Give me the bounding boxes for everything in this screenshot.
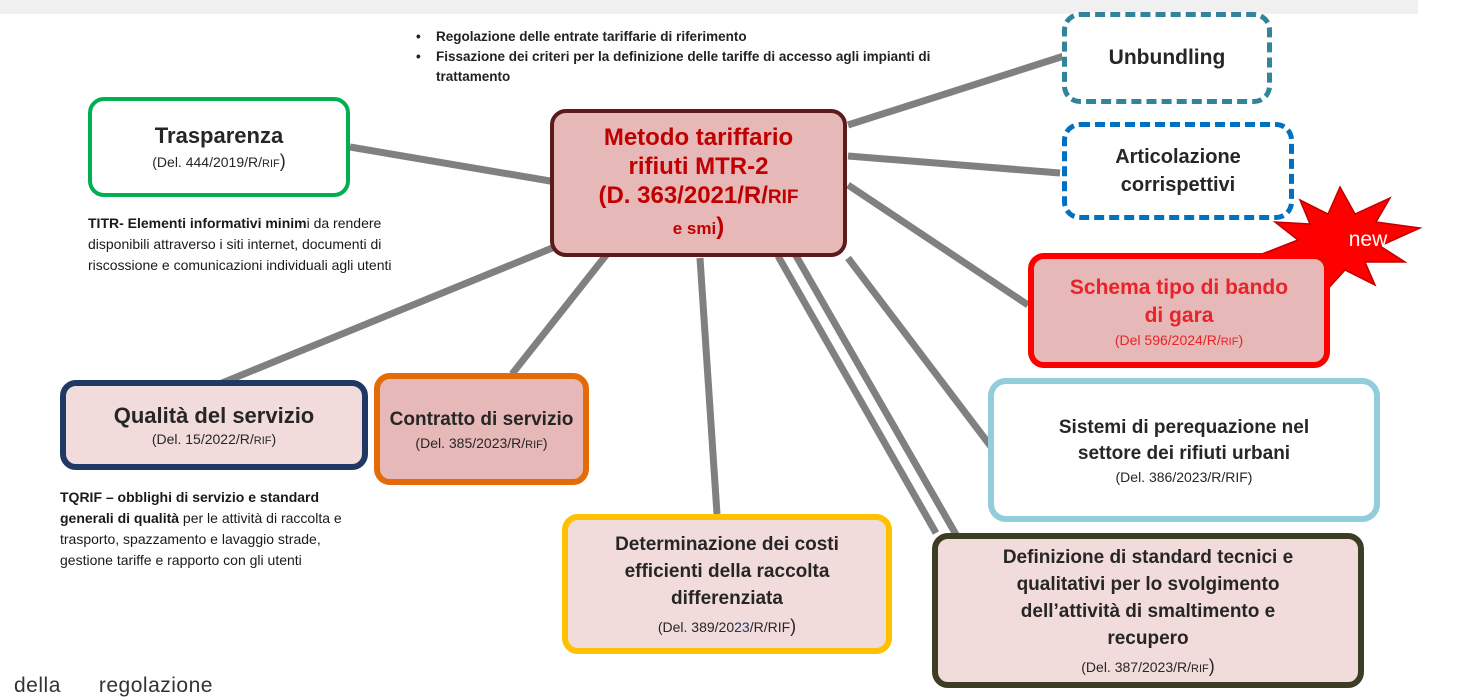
costi-title: Determinazione dei costi efficienti dell… [615,534,839,609]
bottom-text: della regolazione [14,674,213,697]
connector-schema [846,182,1030,308]
titr-note: TITR- Elementi informativi minimi da ren… [88,215,392,273]
connector-articolazione [847,152,1061,177]
perequazione-ref: (Del. 386/2023/R/RIF) [1115,469,1253,485]
box-unbundling: Unbundling [1062,12,1272,104]
tqrif-note: TQRIF – obblighi di servizio e standard … [60,489,342,568]
bullet-item: Regolazione delle entrate tariffarie di … [412,27,992,47]
center-line3: (D. 363/2021/R/RIF [598,182,799,209]
schema-ref: (Del 596/2024/R/RIF) [1114,331,1244,348]
connector-unbundling [846,52,1066,129]
center-bullets: Regolazione delle entrate tariffarie di … [412,27,992,87]
center-line2: rifiuti MTR-2 [628,153,769,180]
top-bar [0,0,1418,14]
standard-title: Definizione di standard tecnici e qualit… [1002,547,1294,649]
standard-ref: (Del. 387/2023/R/RIF) [1081,656,1215,676]
unbundling-title: Unbundling [1108,46,1226,69]
center-box-mtr2: Metodo tariffario rifiuti MTR-2 (D. 363/… [550,109,847,257]
articolazione-title: Articolazione corrispettivi [1115,146,1241,196]
connector-standard-1 [774,254,940,535]
trasparenza-ref: (Del. 444/2019/R/RIF) [152,150,286,171]
box-qualita: Qualità del servizio (Del. 15/2022/R/RIF… [60,380,368,470]
connector-standard-2 [791,252,966,547]
box-costi: Determinazione dei costi efficienti dell… [562,514,892,654]
connector-trasparenza [349,143,557,186]
box-schema: Schema tipo di bando di gara (Del 596/20… [1028,253,1330,368]
perequazione-title: Sistemi di perequazione nel settore dei … [1058,417,1310,464]
contratto-ref: (Del. 385/2023/R/RIF) [415,435,548,451]
connector-perequazione [845,255,995,451]
connector-contratto [509,251,610,377]
connector-qualita [220,238,569,387]
box-trasparenza: Trasparenza (Del. 444/2019/R/RIF) [88,97,350,197]
box-contratto: Contratto di servizio (Del. 385/2023/R/R… [374,373,589,485]
contratto-title: Contratto di servizio [389,409,574,430]
box-articolazione: Articolazione corrispettivi [1062,122,1294,220]
new-badge: new [1349,228,1388,251]
trasparenza-title: Trasparenza [154,122,284,148]
costi-ref: (Del. 389/2023/R/RIF) [657,616,797,636]
schema-title: Schema tipo di bando di gara [1069,275,1289,327]
center-line1: Metodo tariffario [603,124,794,151]
connector-costi [696,257,721,515]
qualita-title: Qualità del servizio [113,403,315,428]
box-standard: Definizione di standard tecnici e qualit… [932,533,1364,688]
center-line4: e smi) [672,213,725,240]
box-perequazione: Sistemi di perequazione nel settore dei … [988,378,1380,522]
qualita-ref: (Del. 15/2022/R/RIF) [151,431,277,447]
bullet-item: Fissazione dei criteri per la definizion… [412,47,992,87]
